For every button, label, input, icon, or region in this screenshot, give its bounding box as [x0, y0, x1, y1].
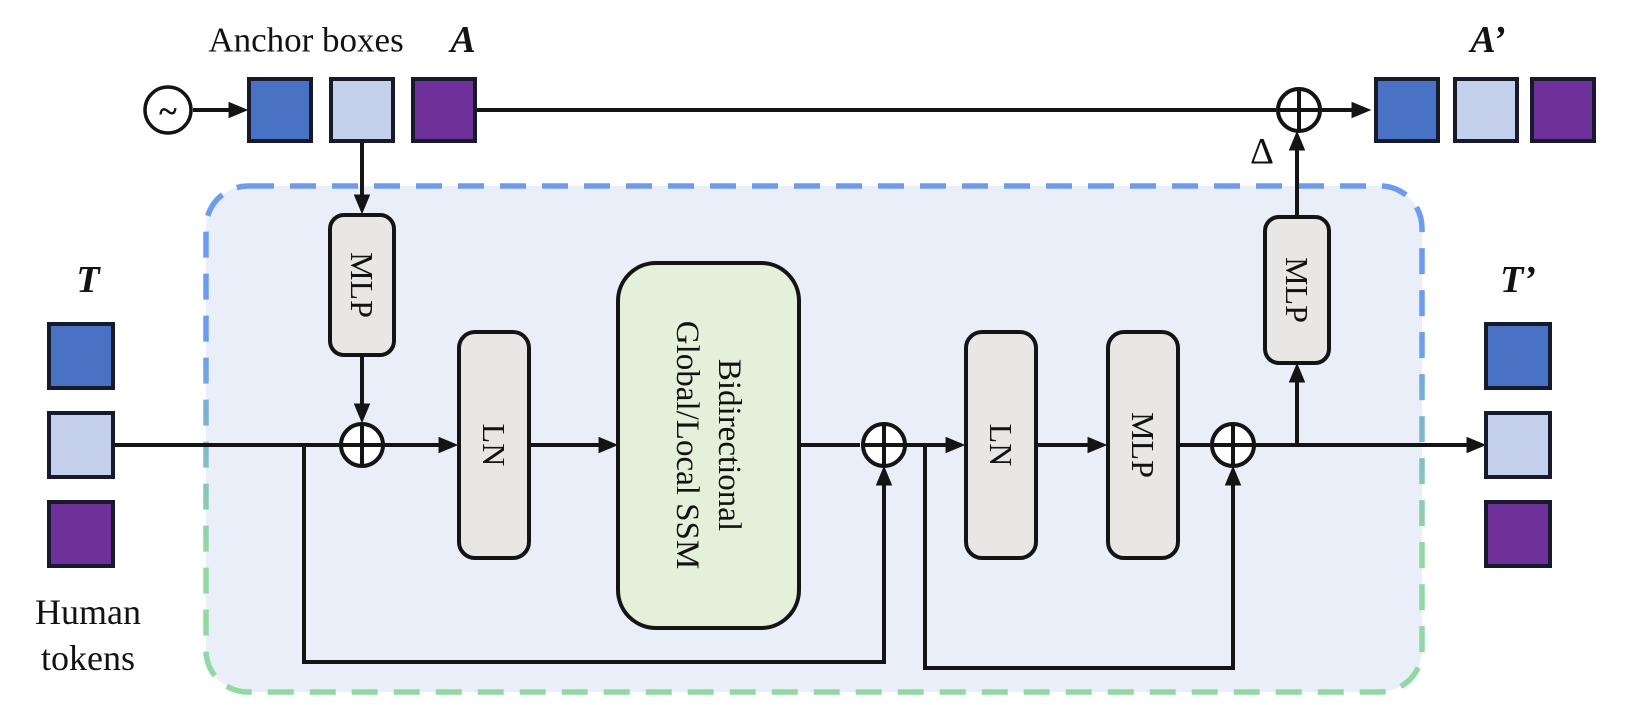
mlp-anchor-label: MLP [344, 252, 380, 318]
ssm-block-panel [203, 183, 1425, 695]
anchor-out-token-light [1453, 77, 1519, 143]
anchor-out-token-purple [1530, 77, 1596, 143]
ssm-label-line1: Bidirectional [711, 359, 747, 531]
ln-2-label: LN [983, 424, 1019, 467]
human-tokens-caption-line1: Human [35, 592, 141, 632]
a-label: A [448, 19, 475, 61]
tilde-label: ~ [159, 94, 177, 131]
anchor-token-blue [247, 77, 313, 143]
anchor-token-light [329, 77, 395, 143]
add-op-1-icon [339, 422, 385, 468]
a-prime-label: A’ [1468, 19, 1505, 61]
human-token-light [47, 411, 115, 479]
t-prime-label: T’ [1500, 259, 1536, 301]
human-tokens-caption-line2: tokens [41, 638, 135, 678]
delta-label: Δ [1250, 132, 1274, 173]
t-label: T [76, 259, 101, 301]
mlp-anchor-block: MLP [328, 213, 396, 357]
add-op-top-icon [1276, 87, 1322, 133]
human-out-token-blue [1484, 322, 1552, 390]
human-token-blue [47, 322, 115, 390]
mlp-delta-block: MLP [1263, 215, 1331, 365]
human-out-token-purple [1484, 500, 1552, 568]
ln-1-block: LN [457, 330, 531, 560]
noise-generator-icon: ~ [143, 85, 193, 135]
mlp-2-block: MLP [1106, 330, 1180, 560]
human-token-purple [47, 500, 115, 568]
add-op-2-icon [861, 422, 907, 468]
bidirectional-ssm-block: Bidirectional Global/Local SSM [616, 261, 801, 630]
mlp-2-label: MLP [1125, 412, 1161, 478]
wire-residual-2 [923, 445, 1242, 670]
human-out-token-light [1484, 411, 1552, 479]
anchor-out-token-blue [1374, 77, 1440, 143]
ln-1-label: LN [476, 424, 512, 467]
anchor-boxes-title: Anchor boxes [208, 21, 403, 60]
mlp-delta-label: MLP [1279, 257, 1315, 323]
add-op-3-icon [1210, 422, 1256, 468]
ln-2-block: LN [964, 330, 1038, 560]
wire-residual-1 [302, 445, 893, 664]
anchor-token-purple [411, 77, 477, 143]
ssm-label-line2: Global/Local SSM [669, 321, 705, 569]
